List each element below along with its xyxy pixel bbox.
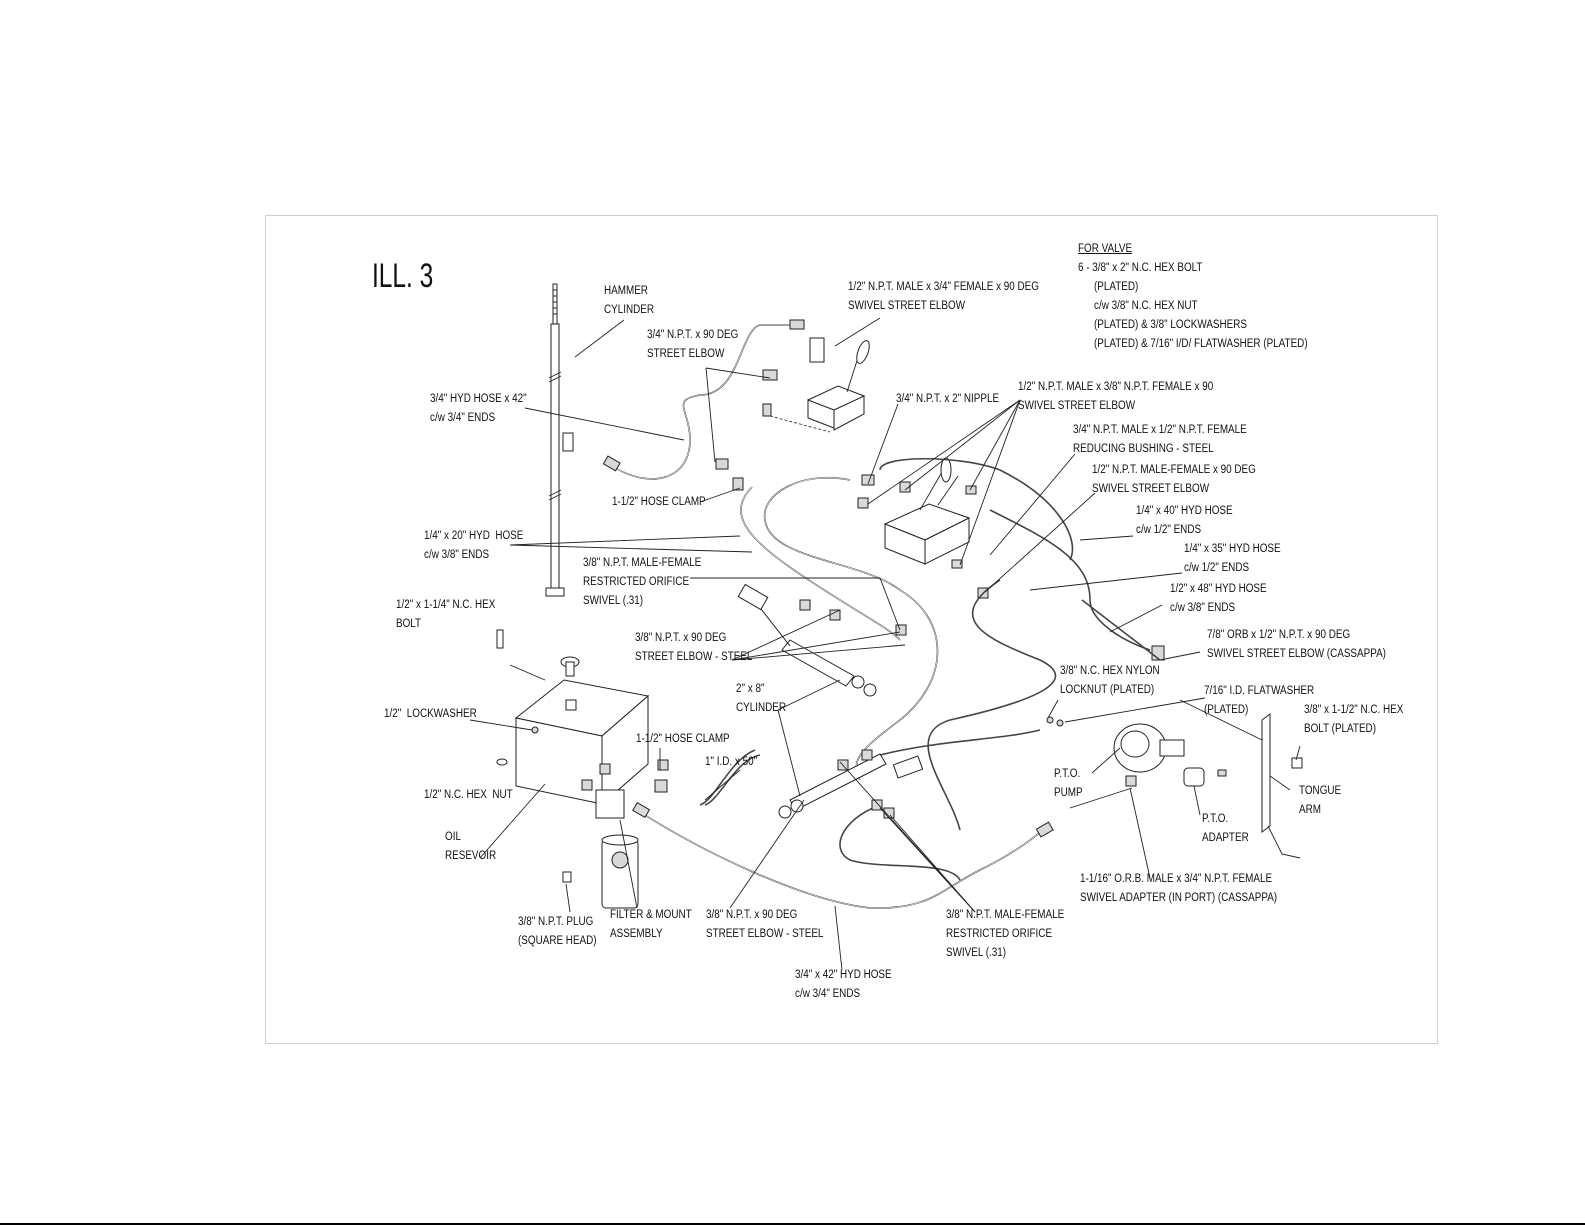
oil-reservoir-drawing (496, 629, 650, 806)
cylinder-upper-drawing (737, 583, 907, 697)
label-oil-reservoir: OIL RESEVOIR (445, 831, 497, 862)
valve-note-line: (PLATED) & 7/16" I/D/ FLATWASHER (PLATED… (1094, 338, 1308, 350)
label-tongue-arm: TONGUE ARM (1299, 785, 1342, 816)
label-hyd-hose-14-40: 1/4" x 40" HYD HOSE c/w 1/2" ENDS (1136, 505, 1233, 536)
label-swivel-adapter: 1-1/16" O.R.B. MALE x 3/4" N.P.T. FEMALE… (1080, 873, 1278, 904)
label-swivel-elbow-12-34: 1/2" N.P.T. MALE x 3/4" FEMALE x 90 DEG … (848, 281, 1039, 312)
label-hyd-hose-14-35: 1/4" x 35" HYD HOSE c/w 1/2" ENDS (1184, 543, 1281, 574)
label-street-elbow-34: 3/4" N.P.T. x 90 DEG STREET ELBOW (647, 329, 739, 360)
filter-drawing (562, 759, 669, 909)
label-flatwasher: 7/16" I.D. FLATWASHER (PLATED) (1204, 685, 1315, 716)
label-hammer-cylinder: HAMMER CYLINDER (604, 285, 655, 316)
label-orb-elbow: 7/8" ORB x 1/2" N.P.T. x 90 DEG SWIVEL S… (1207, 629, 1386, 660)
top-valve-drawing (715, 340, 870, 491)
label-lockwasher: 1/2" LOCKWASHER (384, 708, 477, 720)
label-pto-pump: P.T.O. PUMP (1054, 768, 1083, 799)
label-nipple-34: 3/4" N.P.T. x 2" NIPPLE (896, 393, 1000, 405)
label-filter-mount: FILTER & MOUNT ASSEMBLY (610, 909, 692, 940)
label-hex-nut: 1/2" N.C. HEX NUT (424, 789, 513, 801)
label-id-50: 1" I.D. x 50" (705, 756, 758, 768)
drawing-frame (265, 215, 1438, 1044)
label-hex-bolt-12: 1/2" x 1-1/4" N.C. HEX BOLT (396, 599, 496, 630)
pto-pump-drawing (1046, 599, 1303, 859)
return-hose-drawing (632, 749, 1054, 909)
label-orifice-bottom: 3/8" N.P.T. MALE-FEMALE RESTRICTED ORIFI… (946, 909, 1065, 959)
valve-note-line: (PLATED) (1094, 281, 1139, 293)
label-locknut: 3/8" N.C. HEX NYLON LOCKNUT (PLATED) (1060, 665, 1160, 696)
valve-note-line: c/w 3/8" N.C. HEX NUT (1094, 300, 1198, 312)
label-swivel-elbow-12-38: 1/2" N.P.T. MALE x 3/8" N.P.T. FEMALE x … (1018, 381, 1214, 412)
label-hyd-hose-34-bottom: 3/4" x 42" HYD HOSE c/w 3/4" ENDS (795, 969, 892, 1000)
upper-hose-drawing (602, 319, 825, 480)
label-elbow-steel-bottom: 3/8" N.P.T. x 90 DEG STREET ELBOW - STEE… (706, 909, 824, 940)
label-orifice-top: 3/8" N.P.T. MALE-FEMALE RESTRICTED ORIFI… (583, 557, 702, 607)
label-plug: 3/8" N.P.T. PLUG (SQUARE HEAD) (518, 916, 597, 947)
valve-note-heading: FOR VALVE (1078, 243, 1133, 255)
label-hyd-hose-34-top: 3/4" HYD HOSE x 42" c/w 3/4" ENDS (430, 393, 527, 424)
leader-lines (469, 317, 1301, 971)
page-bottom-rule (0, 1223, 1585, 1225)
label-hyd-hose-12-48: 1/2" x 48" HYD HOSE c/w 3/8" ENDS (1170, 583, 1267, 614)
small-hose-loops (740, 457, 1151, 881)
label-hose-clamp-top: 1-1/2" HOSE CLAMP (612, 496, 706, 508)
label-elbow-steel-top: 3/8" N.P.T. x 90 DEG STREET ELBOW - STEE… (635, 632, 753, 663)
label-cylinder-2x8: 2" x 8" CYLINDER (736, 683, 787, 714)
label-pto-adapter: P.T.O. ADAPTER (1202, 813, 1249, 844)
label-swivel-elbow-mf: 1/2" N.P.T. MALE-FEMALE x 90 DEG SWIVEL … (1092, 464, 1256, 495)
illustration-title: ILL. 3 (372, 257, 434, 295)
cylinder-lower-drawing (778, 749, 924, 819)
label-reducing-bushing: 3/4" N.P.T. MALE x 1/2" N.P.T. FEMALE RE… (1073, 424, 1247, 455)
label-hex-bolt-38: 3/8" x 1-1/2" N.C. HEX BOLT (PLATED) (1304, 704, 1404, 735)
hammer-cylinder-drawing (545, 283, 574, 597)
valve-note-line: (PLATED) & 3/8" LOCKWASHERS (1094, 319, 1247, 331)
label-hose-clamp-bottom: 1-1/2" HOSE CLAMP (636, 733, 730, 745)
label-hyd-hose-14-20: 1/4" x 20" HYD HOSE c/w 3/8" ENDS (424, 530, 524, 561)
valve-note-line: 6 - 3/8" x 2" N.C. HEX BOLT (1078, 262, 1203, 274)
